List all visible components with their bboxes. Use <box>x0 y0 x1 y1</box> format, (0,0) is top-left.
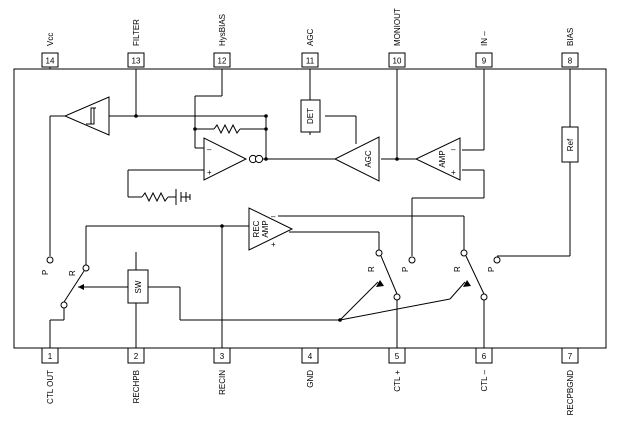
amp-minus: – <box>451 145 456 154</box>
bottom-pin-labels: CTL OUT RECHPB RECIN GND CTL + CTL – REC… <box>46 369 575 415</box>
pin-2-label: RECHPB <box>132 370 141 403</box>
det-label: DET <box>306 108 315 124</box>
top-pins: 14 13 12 11 10 9 8 <box>41 52 579 69</box>
pin-14-label: Vcc <box>46 33 55 46</box>
pin-10-box <box>388 52 406 68</box>
pin-4-box <box>301 347 319 364</box>
schmitt-buffer <box>63 96 110 136</box>
top-pin-labels: Vcc FILTER HysBIAS AGC MONIOUT IN – BIAS <box>46 8 575 46</box>
pin-7-number: 7 <box>568 352 573 361</box>
rec-amp-minus: – <box>271 212 276 221</box>
bottom-pins: 1 2 3 4 5 6 7 <box>41 347 579 364</box>
pin-11-box <box>301 52 319 68</box>
pin-9-box <box>475 52 493 68</box>
switch-ctl-minus: R P <box>453 249 496 301</box>
pin-12-box <box>213 52 231 68</box>
pin-1-label: CTL OUT <box>46 370 55 404</box>
rec-amp-label-1: REC <box>252 220 261 237</box>
amp-plus: + <box>451 168 456 177</box>
pin-14-box <box>41 52 59 68</box>
pin-2-number: 2 <box>134 352 139 361</box>
pin-4-label: GND <box>306 370 315 388</box>
pin-10-number: 10 <box>393 57 402 66</box>
sw1-p-label: P <box>41 270 50 275</box>
pin-4-number: 4 <box>308 352 313 361</box>
comparator-minus: – <box>207 145 212 154</box>
sw1-r-label: R <box>68 270 77 276</box>
wiring <box>49 69 571 348</box>
ref-label: Ref <box>566 138 575 151</box>
sw-block: SW <box>78 269 149 304</box>
rec-amp: REC AMP – + <box>248 207 294 251</box>
pin-3-label: RECIN <box>218 370 227 395</box>
pin-5-number: 5 <box>395 352 400 361</box>
pin-12-label: HysBIAS <box>218 14 227 46</box>
pin-6-label: CTL – <box>480 369 489 391</box>
pin-8-label: BIAS <box>566 28 575 46</box>
agc-label: AGC <box>364 150 373 168</box>
pin-7-label: RECPBGND <box>566 370 575 416</box>
pin-13-box <box>127 52 145 68</box>
det-block: DET <box>300 99 321 133</box>
pin-1-number: 1 <box>48 352 53 361</box>
pin-9-label: IN – <box>480 31 489 46</box>
rec-amp-plus: + <box>271 240 276 249</box>
input-amp: AMP – + <box>414 137 461 181</box>
pin-13-number: 13 <box>132 57 141 66</box>
pin-8-number: 8 <box>568 57 573 66</box>
pin-14-number: 14 <box>46 57 55 66</box>
pin-11-number: 11 <box>306 57 315 66</box>
pin-8-box <box>561 52 579 68</box>
sw3-r-label: R <box>453 266 462 272</box>
sw-label: SW <box>134 280 143 293</box>
sw3-p-label: P <box>487 267 496 272</box>
pin-11-label: AGC <box>306 28 315 46</box>
agc-amp: AGC <box>333 136 380 182</box>
amp-label: AMP <box>438 150 447 167</box>
switch-ctl-plus: R P <box>367 249 416 301</box>
pin-9-number: 9 <box>482 57 487 66</box>
pin-5-label: CTL + <box>393 370 402 392</box>
ref-block: Ref <box>561 126 579 163</box>
pin-6-number: 6 <box>482 352 487 361</box>
sw2-p-label: P <box>401 267 410 272</box>
pin-7-box <box>561 347 579 364</box>
switch-ctl-out: P R <box>41 256 90 309</box>
pin-10-label: MONIOUT <box>393 8 402 46</box>
pin-13-label: FILTER <box>132 19 141 46</box>
pin-12-number: 12 <box>218 57 227 66</box>
pin-3-number: 3 <box>220 352 225 361</box>
comparator-plus: + <box>207 168 212 177</box>
comparator: – + <box>203 137 264 181</box>
rec-amp-label-2: AMP <box>261 220 270 237</box>
sw2-r-label: R <box>367 266 376 272</box>
